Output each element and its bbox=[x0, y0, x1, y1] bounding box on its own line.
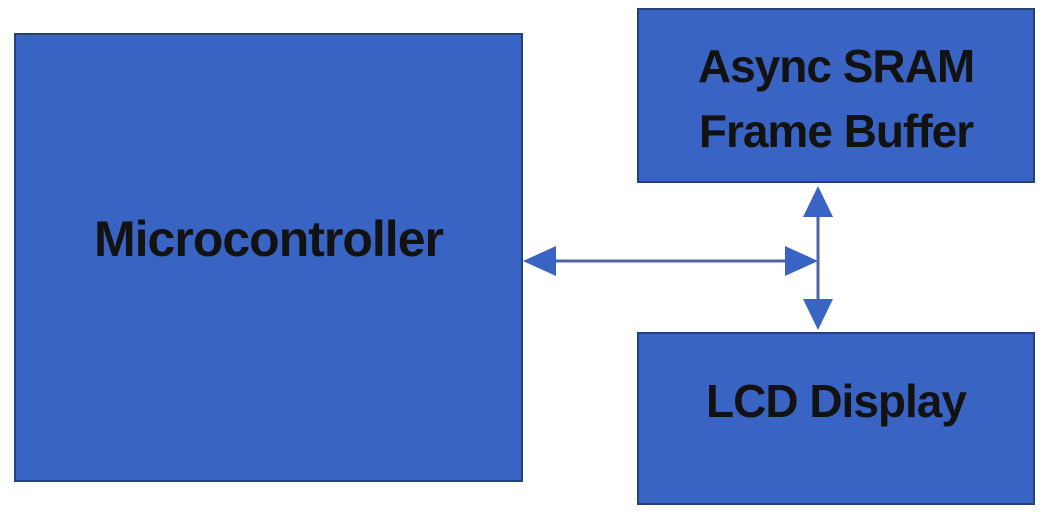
sram-lcd-arrowhead-down bbox=[803, 299, 833, 330]
microcontroller-label: Microcontroller bbox=[94, 210, 444, 267]
sram-label-line1: Async SRAM bbox=[697, 40, 975, 93]
node-async-sram-frame-buffer: Async SRAM Frame Buffer bbox=[637, 8, 1035, 183]
node-lcd-display: LCD Display bbox=[637, 332, 1035, 505]
sram-lcd-arrowhead-up bbox=[803, 186, 833, 217]
mcu-bus-arrowhead-left bbox=[523, 246, 556, 276]
lcd-display-label: LCD Display bbox=[706, 375, 967, 428]
sram-label-line2: Frame Buffer bbox=[698, 104, 974, 157]
mcu-bus-arrowhead-right bbox=[785, 246, 818, 276]
node-microcontroller: Microcontroller bbox=[14, 33, 523, 482]
